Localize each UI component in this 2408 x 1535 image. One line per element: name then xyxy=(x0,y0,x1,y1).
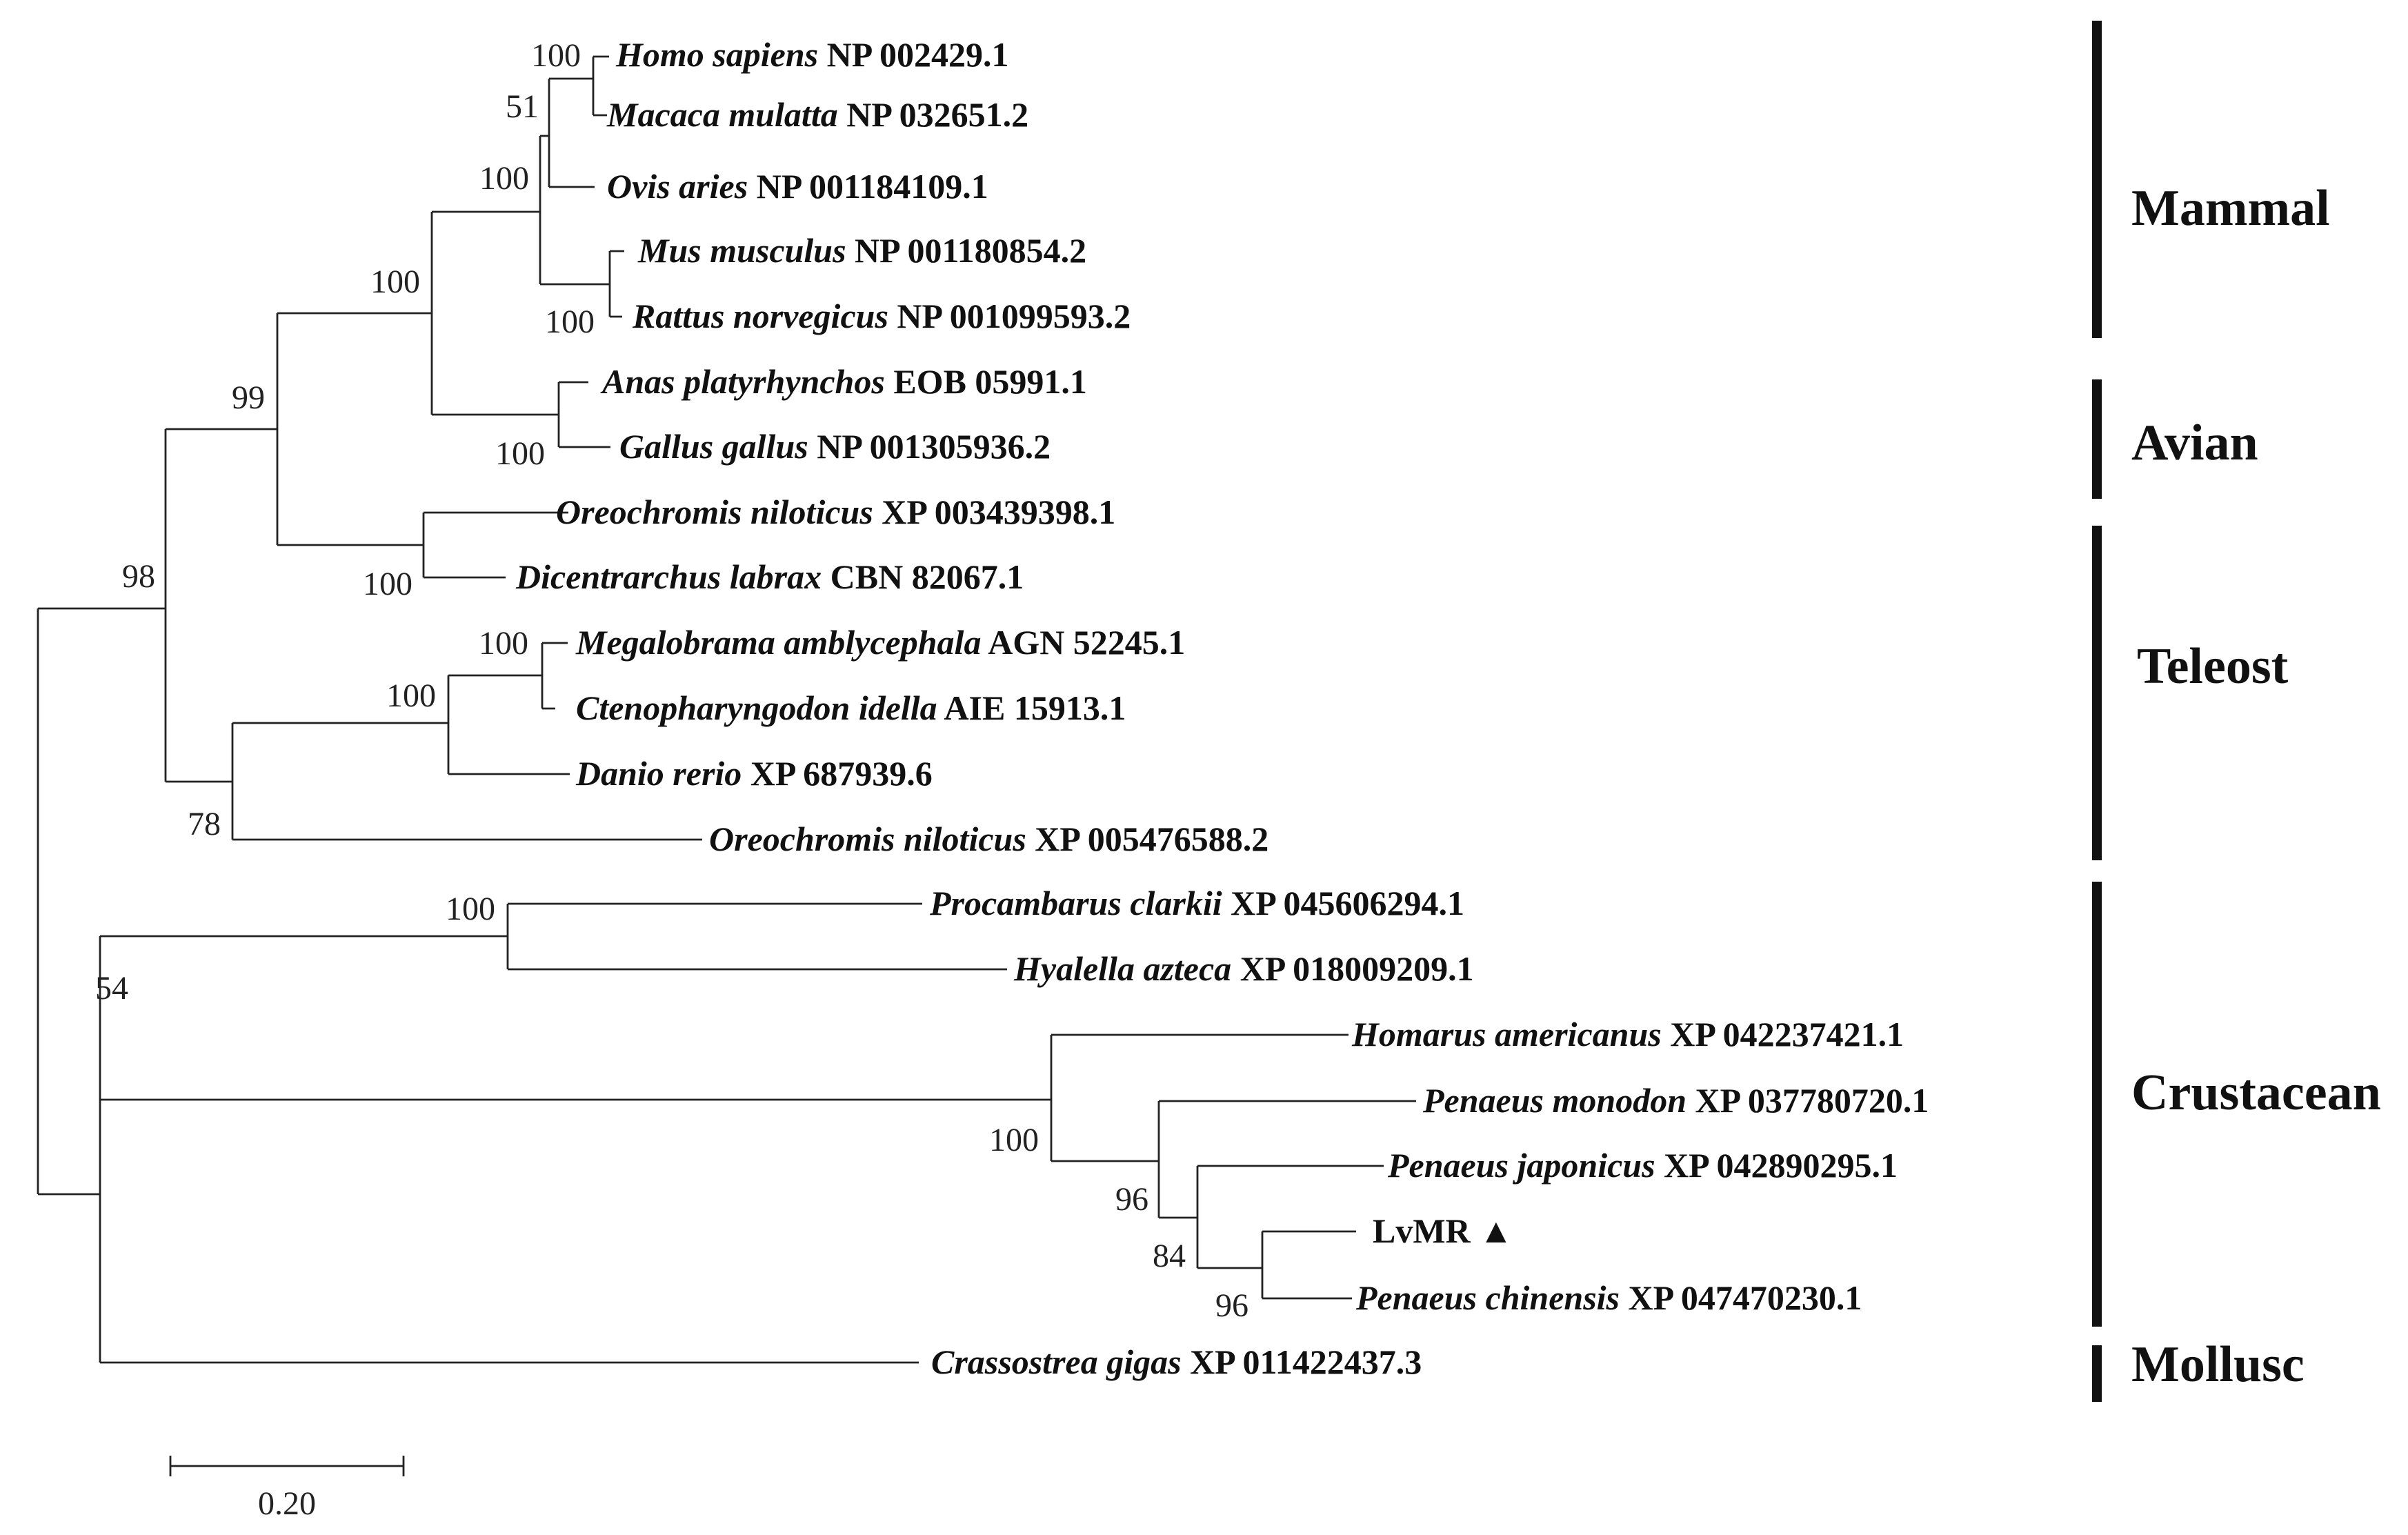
bootstrap-value: 100 xyxy=(479,160,529,197)
bootstrap-value: 96 xyxy=(1215,1287,1248,1324)
tip-label: Homo sapiens NP 002429.1 xyxy=(615,35,1009,74)
tip-labels: Homo sapiens NP 002429.1 Macaca mulatta … xyxy=(515,35,1929,1381)
bootstrap-value: 100 xyxy=(363,566,412,602)
tip-label: Penaeus japonicus XP 042890295.1 xyxy=(1387,1146,1898,1185)
tip-label: Danio rerio XP 687939.6 xyxy=(575,754,933,793)
scale-bar: 0.20 xyxy=(169,1456,405,1522)
bootstrap-value: 96 xyxy=(1115,1181,1148,1218)
bootstrap-value: 99 xyxy=(232,379,265,416)
bootstrap-value: 54 xyxy=(95,970,128,1007)
tip-label: Ovis aries NP 001184109.1 xyxy=(607,167,988,206)
bootstrap-value: 100 xyxy=(370,264,420,300)
group-brackets: Mammal Avian Teleost Crustacean Mollusc xyxy=(2092,21,2381,1402)
tip-label: Penaeus chinensis XP 047470230.1 xyxy=(1355,1278,1862,1317)
group-label-teleost: Teleost xyxy=(2137,638,2289,695)
tip-label-lvmr: LvMR ▲ xyxy=(1373,1211,1513,1250)
bootstrap-value: 100 xyxy=(479,625,528,662)
tip-label: Crassostrea gigas XP 011422437.3 xyxy=(931,1343,1422,1381)
tip-label: Oreochromis niloticus XP 003439398.1 xyxy=(556,493,1115,531)
bootstrap-value: 100 xyxy=(989,1122,1039,1158)
group-label-mammal: Mammal xyxy=(2131,180,2330,237)
tree-branches xyxy=(37,55,1416,1364)
tip-label: Macaca mulatta NP 032651.2 xyxy=(606,95,1028,134)
tip-label: Ctenopharyngodon idella AIE 15913.1 xyxy=(576,689,1126,727)
tip-label: Homarus americanus XP 042237421.1 xyxy=(1351,1015,1904,1053)
tip-label: Penaeus monodon XP 037780720.1 xyxy=(1422,1081,1929,1120)
bootstrap-value: 100 xyxy=(446,891,495,927)
bootstrap-values: 100 51 100 100 100 100 99 100 100 100 78… xyxy=(95,37,1248,1324)
bootstrap-value: 100 xyxy=(495,435,545,472)
tip-label: Mus musculus NP 001180854.2 xyxy=(637,231,1086,270)
tip-label: Megalobrama amblycephala AGN 52245.1 xyxy=(575,623,1185,662)
bootstrap-value: 100 xyxy=(545,304,595,340)
bootstrap-value: 98 xyxy=(122,558,155,595)
bootstrap-value: 84 xyxy=(1153,1238,1186,1274)
bootstrap-value: 51 xyxy=(506,88,539,125)
tip-label: Gallus gallus NP 001305936.2 xyxy=(619,427,1051,466)
tip-label: Oreochromis niloticus XP 005476588.2 xyxy=(709,820,1268,858)
tip-label: Anas platyrhynchos EOB 05991.1 xyxy=(600,362,1087,401)
bootstrap-value: 100 xyxy=(386,677,436,714)
group-label-avian: Avian xyxy=(2131,415,2258,471)
group-label-crustacean: Crustacean xyxy=(2131,1064,2381,1121)
bootstrap-value: 100 xyxy=(531,37,581,74)
bootstrap-value: 78 xyxy=(188,806,221,842)
group-label-mollusc: Mollusc xyxy=(2131,1336,2305,1393)
tip-label: Rattus norvegicus NP 001099593.2 xyxy=(632,297,1131,335)
tip-label: Hyalella azteca XP 018009209.1 xyxy=(1013,949,1474,988)
tip-label: Procambarus clarkii XP 045606294.1 xyxy=(929,884,1464,922)
tip-label: Dicentrarchus labrax CBN 82067.1 xyxy=(515,557,1024,596)
scale-bar-label: 0.20 xyxy=(258,1485,316,1522)
